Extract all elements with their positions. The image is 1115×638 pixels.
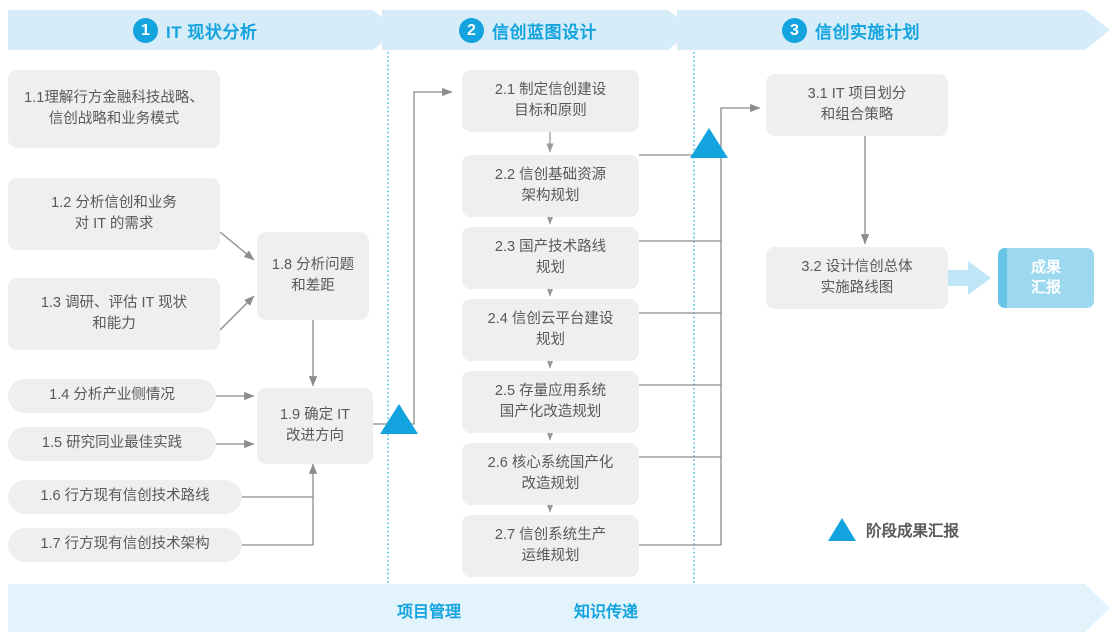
node-2-4[interactable]: 2.4 信创云平台建设 规划 [462, 299, 639, 361]
node-2-5[interactable]: 2.5 存量应用系统 国产化改造规划 [462, 371, 639, 433]
node-2-3[interactable]: 2.3 国产技术路线 规划 [462, 227, 639, 289]
node-label: 2.3 国产技术路线 规划 [494, 238, 607, 276]
node-1-6[interactable]: 1.6 行方现有信创技术路线 [8, 480, 242, 514]
node-2-6[interactable]: 2.6 核心系统国产化 改造规划 [462, 443, 639, 505]
node-1-5[interactable]: 1.5 研究同业最佳实践 [8, 427, 216, 461]
footer-banner [8, 584, 1110, 632]
node-label: 1.1理解行方金融科技战略、 信创战略和业务模式 [24, 89, 204, 127]
phase-number-badge: 3 [782, 17, 807, 43]
node-1-2[interactable]: 1.2 分析信创和业务 对 IT 的需求 [8, 178, 220, 250]
node-label: 2.5 存量应用系统 国产化改造规划 [494, 382, 607, 420]
node-label: 1.8 分析问题 和差距 [271, 256, 355, 294]
node-2-2[interactable]: 2.2 信创基础资源 架构规划 [462, 155, 639, 217]
node-label: 2.6 核心系统国产化 改造规划 [487, 454, 614, 492]
phase-number-badge: 1 [133, 17, 158, 43]
node-label: 3.2 设计信创总体 实施路线图 [801, 258, 913, 296]
phase-title: 信创实施计划 [815, 22, 920, 42]
node-label: 2.2 信创基础资源 架构规划 [494, 166, 607, 204]
node-2-1[interactable]: 2.1 制定信创建设 目标和原则 [462, 70, 639, 132]
phase-header-1: 1 IT 现状分析 [133, 10, 257, 50]
node-1-4[interactable]: 1.4 分析产业侧情况 [8, 379, 216, 413]
triangle-icon [828, 518, 856, 541]
result-box-label: 成果 汇报 [1030, 258, 1061, 296]
phase-number-badge: 2 [459, 17, 484, 43]
node-label: 2.1 制定信创建设 目标和原则 [494, 81, 607, 119]
node-3-1[interactable]: 3.1 IT 项目划分 和组合策略 [766, 74, 948, 136]
result-report-box[interactable]: 成果 汇报 [998, 248, 1094, 308]
legend-milestone: 阶段成果汇报 [828, 518, 959, 541]
phase-title: 信创蓝图设计 [492, 22, 597, 42]
node-label: 1.7 行方现有信创技术架构 [40, 536, 210, 553]
node-label: 1.2 分析信创和业务 对 IT 的需求 [51, 194, 177, 232]
phase-title: IT 现状分析 [166, 22, 258, 42]
phase-banner-segment-3 [677, 10, 1110, 50]
node-label: 1.6 行方现有信创技术路线 [40, 488, 210, 505]
node-label: 3.1 IT 项目划分 和组合策略 [807, 85, 907, 123]
node-label: 1.4 分析产业侧情况 [49, 387, 175, 404]
node-label: 1.5 研究同业最佳实践 [41, 435, 183, 452]
phase-banner-segment-1 [8, 10, 398, 50]
node-label: 2.7 信创系统生产 运维规划 [494, 526, 607, 564]
footer-label-project-management: 项目管理 [397, 604, 462, 621]
node-1-8[interactable]: 1.8 分析问题 和差距 [257, 232, 369, 320]
phase-header-2: 2 信创蓝图设计 [459, 10, 597, 50]
node-1-9[interactable]: 1.9 确定 IT 改进方向 [257, 388, 373, 464]
legend-label: 阶段成果汇报 [866, 522, 960, 540]
result-box-accent-edge [998, 248, 1007, 308]
node-label: 2.4 信创云平台建设 规划 [487, 310, 614, 348]
phase-banner-segment-2 [382, 10, 693, 50]
node-2-7[interactable]: 2.7 信创系统生产 运维规划 [462, 515, 639, 577]
node-1-3[interactable]: 1.3 调研、评估 IT 现状 和能力 [8, 278, 220, 350]
node-1-1[interactable]: 1.1理解行方金融科技战略、 信创战略和业务模式 [8, 70, 220, 148]
node-1-7[interactable]: 1.7 行方现有信创技术架构 [8, 528, 242, 562]
node-label: 1.9 确定 IT 改进方向 [279, 406, 351, 444]
footer-label-knowledge-transfer: 知识传递 [574, 604, 639, 621]
node-label: 1.3 调研、评估 IT 现状 和能力 [40, 294, 188, 332]
node-3-2[interactable]: 3.2 设计信创总体 实施路线图 [766, 247, 948, 309]
phase-header-3: 3 信创实施计划 [782, 10, 920, 50]
